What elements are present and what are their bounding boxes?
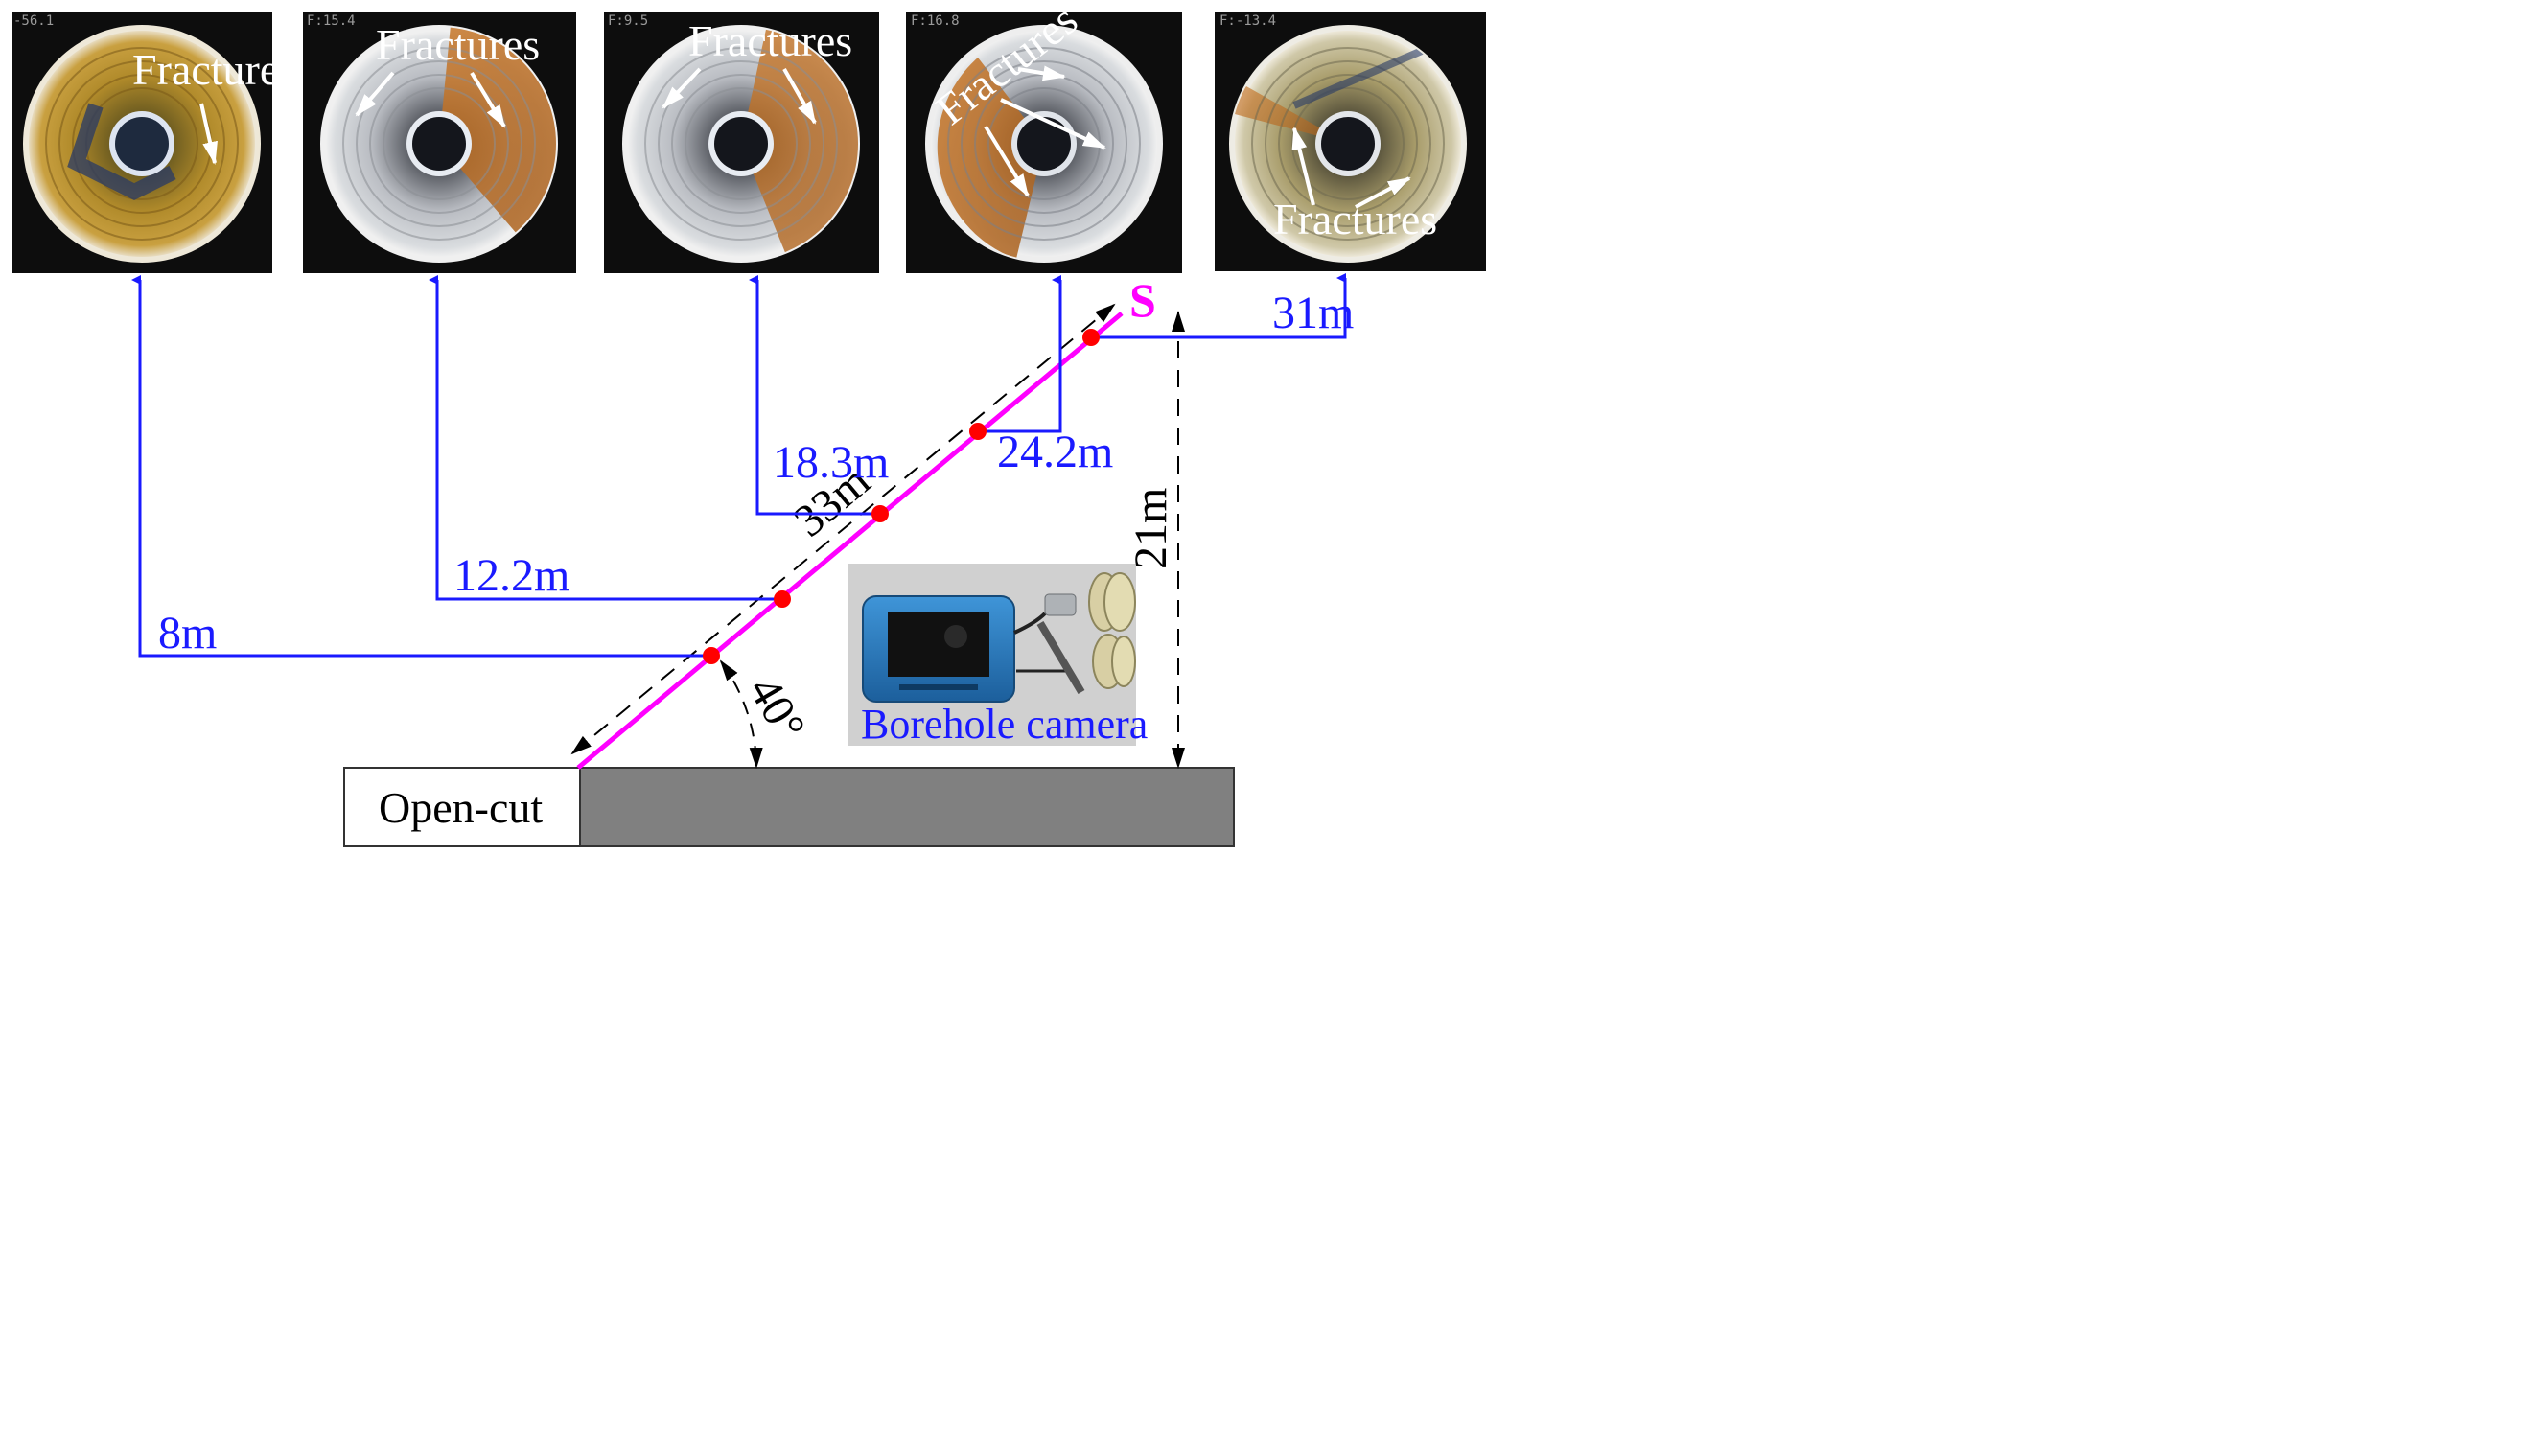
photo-1-overlay: -56.1 [13,13,54,29]
depth-label-31m: 31m [1272,288,1354,338]
borehole-photo-5: F:-13.4 Fractures [1215,12,1486,271]
sampling-point-8m [703,647,720,664]
borehole-length-dimension [570,303,1116,755]
borehole-s-label: S [1129,273,1156,327]
borehole-photo-4: F:16.8 Fractures [906,0,1182,273]
photo-4-overlay: F:16.8 [911,13,960,29]
borehole-photo-1: -56.1 Fractures [12,12,296,273]
angle-arc [719,659,763,769]
camera-probe [1044,593,1077,616]
open-cut-box [343,767,581,847]
depth-label-12-2m: 12.2m [453,550,569,601]
open-cut-label: Open-cut [379,783,543,832]
photo-5-fractures-label: Fractures [1273,195,1437,243]
photo-3-fracture-arrow-right [782,68,817,125]
photo-5-overlay: F:-13.4 [1219,13,1276,29]
photo-4-fracture-arrow-upper [1017,65,1066,81]
borehole-photo-2: F:15.4 Fractures [303,12,576,273]
borehole-photo-3: F:9.5 Fractures [604,12,879,273]
borehole-camera-photo: Borehole camera [848,564,1148,748]
borehole-line [576,312,1124,770]
leader-12-2m [429,275,782,601]
photo-1-fracture-arrow [199,103,218,165]
leader-8m [131,275,711,658]
photo-3-fractures-label: Fractures [688,16,852,65]
borehole-camera-label: Borehole camera [861,701,1148,748]
sampling-point-12-2m [774,590,791,608]
depth-label-24-2m: 24.2m [997,427,1113,477]
photo-2-overlay: F:15.4 [307,13,356,29]
photo-5-fracture-arrow-right [1355,176,1411,209]
leader-31m [1091,273,1347,339]
camera-screen [888,612,989,677]
photo-5-fracture-arrow-left [1291,127,1315,206]
ground: Open-cut [343,767,1235,847]
photo-1-fractures-label: Fractures [132,45,296,94]
sampling-point-31m [1082,329,1100,346]
photo-4-fracture-arrow-middle [1000,98,1106,150]
photo-3-fracture-arrow-left [662,67,702,109]
photo-2-fracture-arrow-left [355,71,395,117]
depth-label-8m: 8m [158,608,217,659]
leader-18-3m [749,275,880,516]
photo-2-fractures-label: Fractures [376,20,540,69]
leader-24-2m [978,275,1062,433]
sampling-point-18-3m [871,505,889,522]
sampling-point-24-2m [969,423,987,440]
ground-strata [579,767,1235,847]
borehole-height-label: 21m [1126,488,1176,569]
photo-3-overlay: F:9.5 [608,13,648,29]
depth-label-18-3m: 18.3m [773,437,889,488]
photo-4-fracture-arrow-lower [984,125,1030,197]
photo-2-fracture-arrow-right [470,71,506,128]
angle-label: 40° [738,668,815,750]
